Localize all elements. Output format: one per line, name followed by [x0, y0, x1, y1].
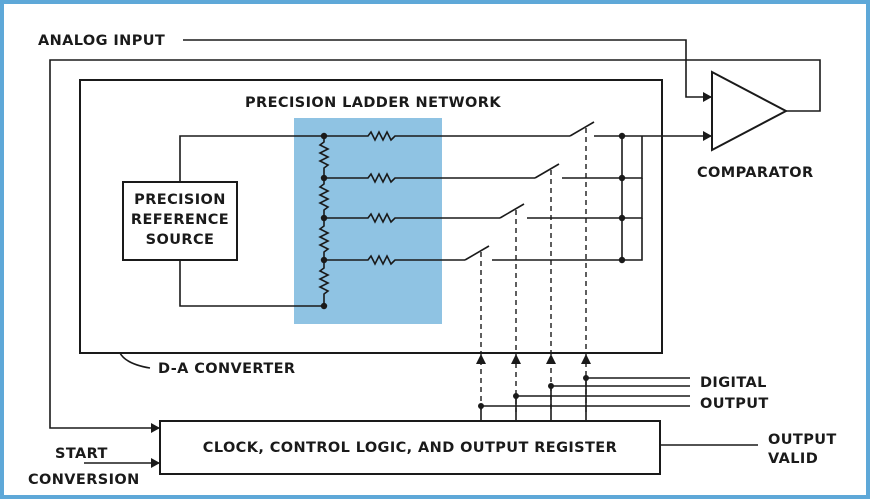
- rung-2-wire: [324, 172, 535, 184]
- digital-output-label-2: OUTPUT: [700, 396, 769, 412]
- da-converter-leader: [119, 352, 151, 369]
- switch-4: [464, 245, 490, 261]
- register-link: [480, 378, 587, 421]
- reference-label-line1: PRECISION: [134, 192, 226, 208]
- switch-4-output: [492, 218, 643, 261]
- bus-node-3: [618, 214, 626, 222]
- da-converter-label: D-A CONVERTER: [158, 361, 296, 377]
- comparator-symbol: [711, 70, 789, 152]
- conversion-label: CONVERSION: [28, 472, 140, 488]
- feedback-arrow: [151, 423, 160, 433]
- switch-2: [534, 163, 560, 179]
- rung-1-wire: [324, 130, 570, 142]
- output-valid-label-1: OUTPUT: [768, 432, 837, 448]
- digital-output-label-1: DIGITAL: [700, 375, 767, 391]
- bus-node-1: [618, 132, 626, 140]
- rung-4-wire: [324, 254, 465, 266]
- comparator-output-wire: [49, 59, 821, 429]
- reference-label-line3: SOURCE: [146, 232, 215, 248]
- analog-input-label: ANALOG INPUT: [38, 33, 165, 49]
- bus-node-4: [618, 256, 626, 264]
- rung-3-wire: [324, 212, 500, 224]
- control-arrow-2: [546, 354, 556, 364]
- start-label: START: [55, 446, 108, 462]
- bus-node-2: [618, 174, 626, 182]
- ladder-node-2: [320, 174, 328, 182]
- output-valid-label-2: VALID: [768, 451, 818, 467]
- ladder-node-5: [320, 302, 328, 310]
- comparator-input-arrow-1: [703, 131, 712, 141]
- comparator-label: COMPARATOR: [697, 165, 814, 181]
- ladder-node-4: [320, 256, 328, 264]
- reference-label-line2: REFERENCE: [131, 212, 229, 228]
- ladder-network-label: PRECISION LADDER NETWORK: [245, 95, 501, 111]
- switch-3: [499, 203, 525, 219]
- control-arrow-1: [581, 354, 591, 364]
- ladder-node-3: [320, 214, 328, 222]
- analog-input-arrow: [703, 92, 712, 102]
- start-conversion-arrow: [151, 458, 160, 468]
- ladder-highlight: [294, 118, 442, 324]
- switch-1: [569, 121, 595, 137]
- reference-top-wire: [179, 135, 324, 182]
- control-arrow-3: [511, 354, 521, 364]
- ladder-node-1: [320, 132, 328, 140]
- register-label: CLOCK, CONTROL LOGIC, AND OUTPUT REGISTE…: [203, 440, 617, 456]
- analog-input-wire: [183, 39, 712, 98]
- register-box: [159, 420, 661, 475]
- control-arrow-4: [476, 354, 486, 364]
- reference-bottom-wire: [179, 260, 324, 307]
